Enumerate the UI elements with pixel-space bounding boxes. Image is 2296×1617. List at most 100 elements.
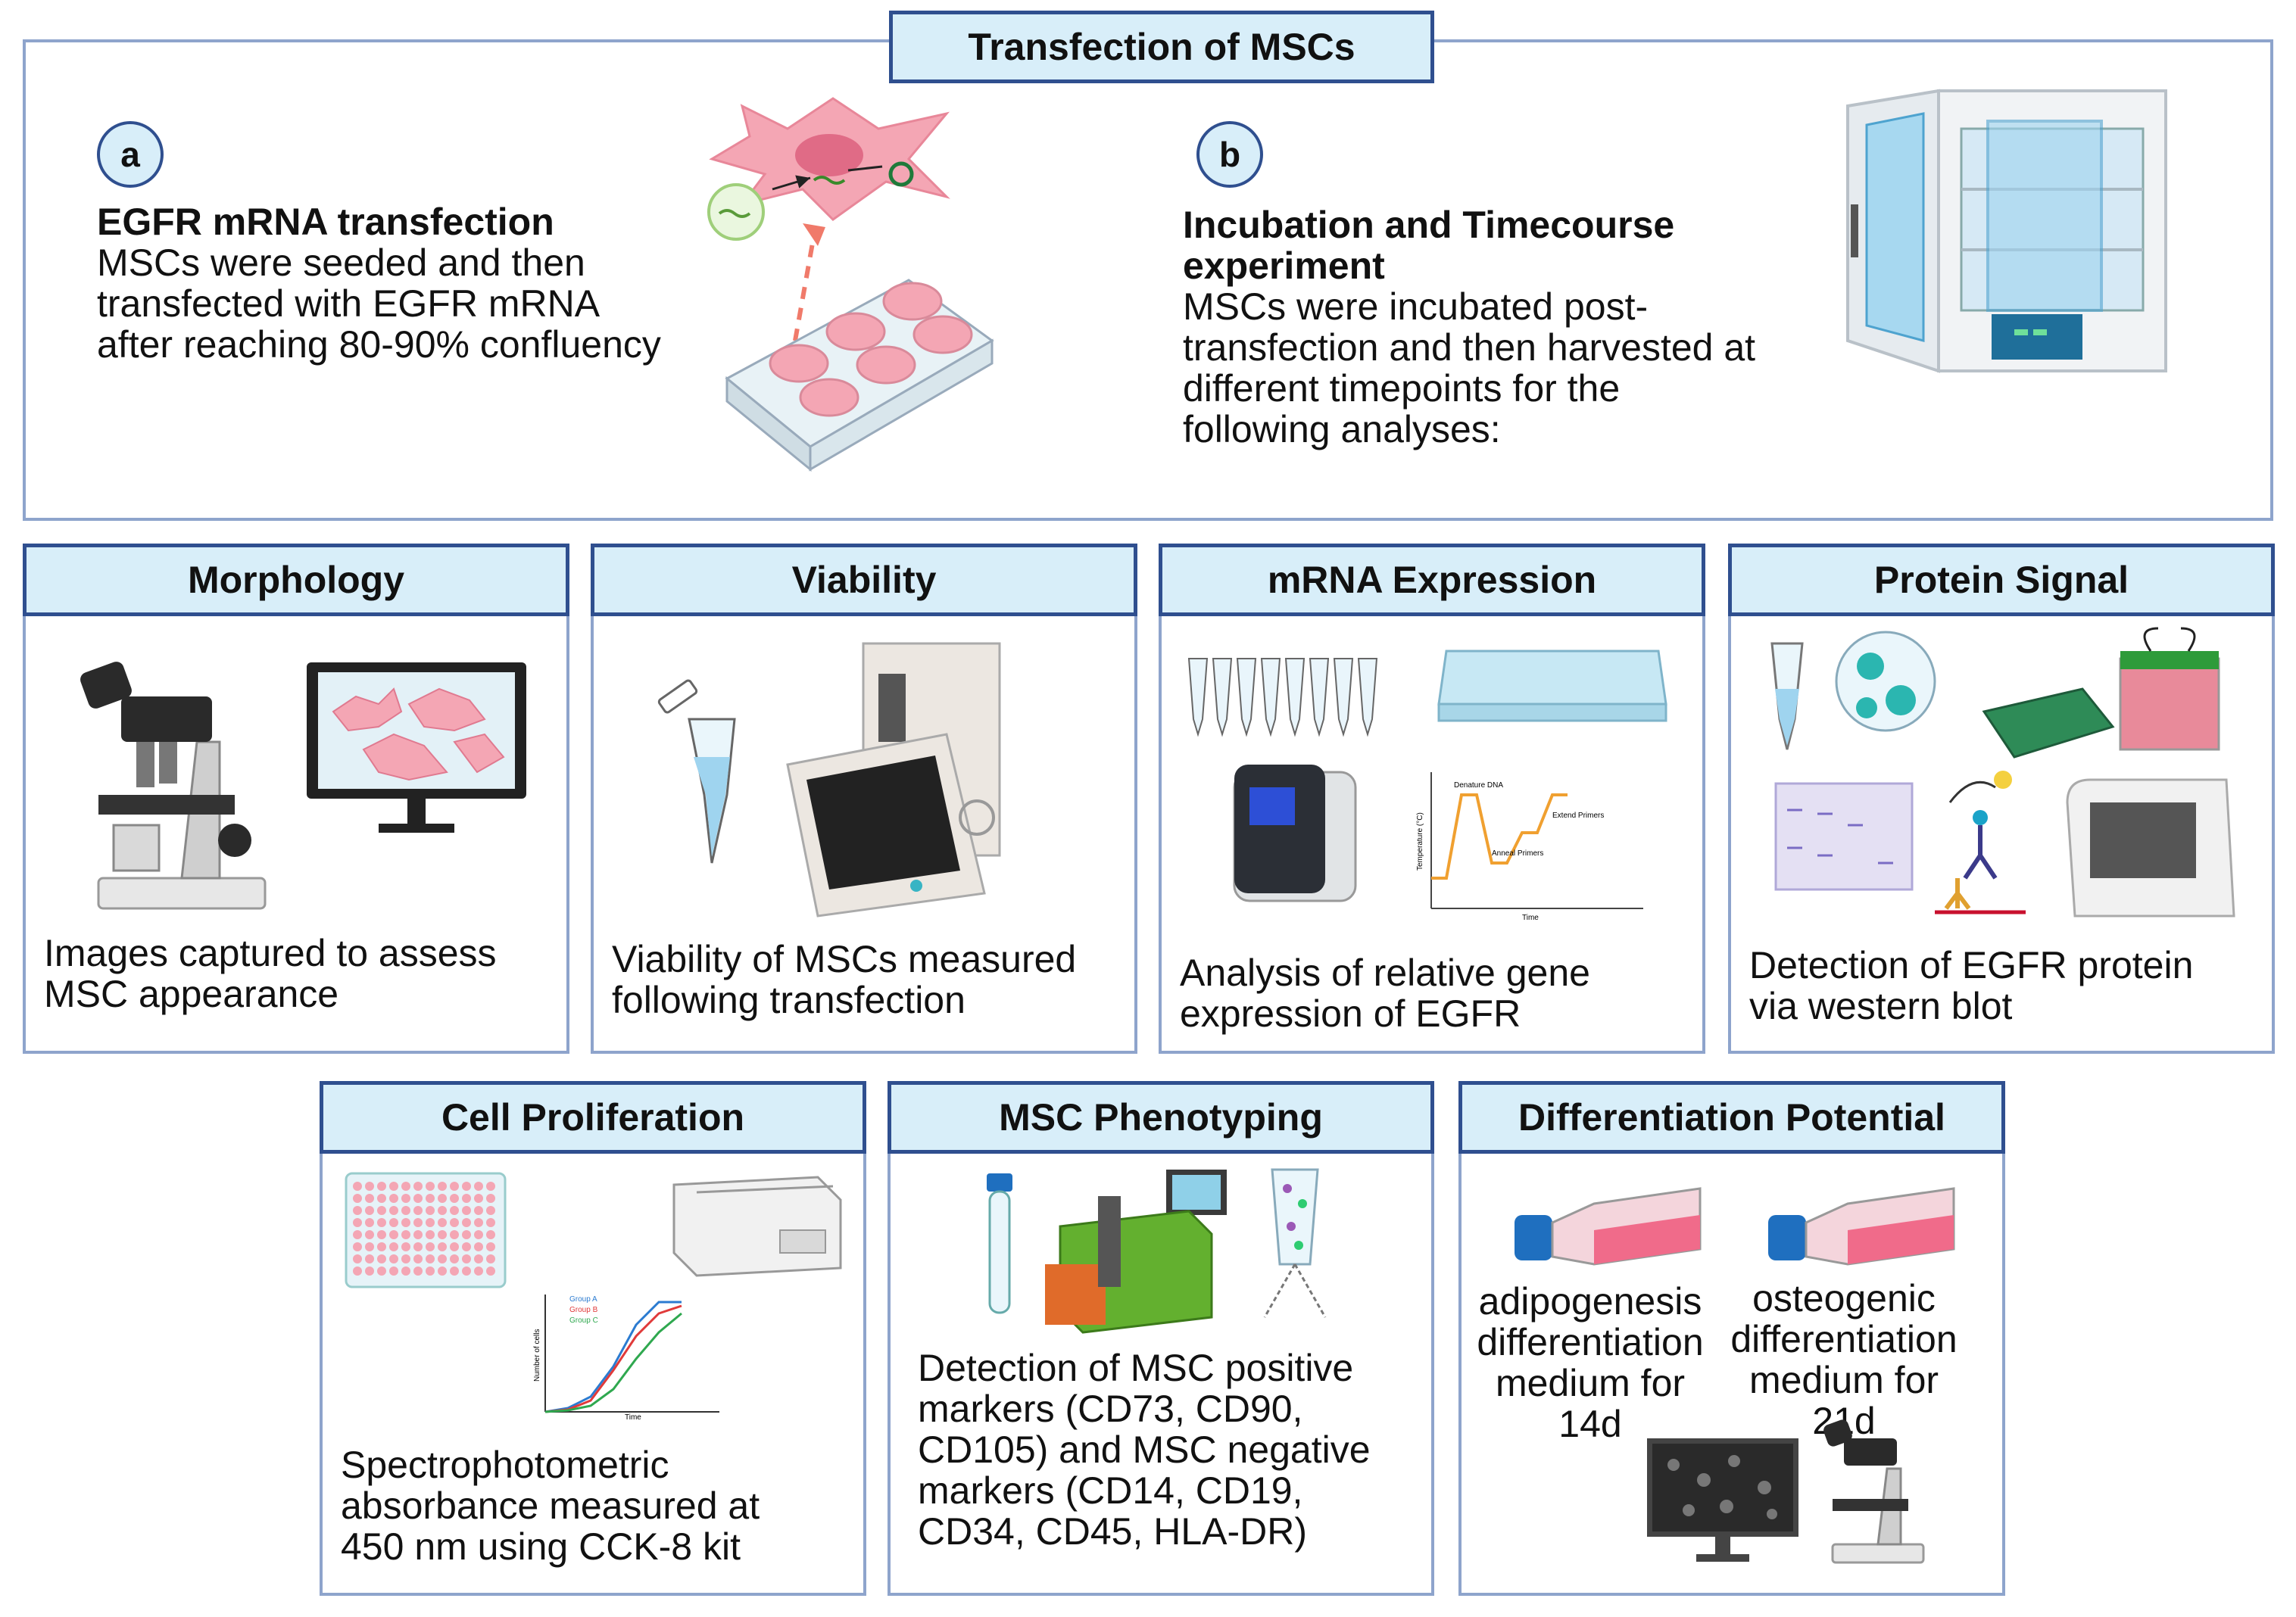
stained-monitor-icon <box>1647 1438 1798 1562</box>
top-title: Transfection of MSCs <box>889 11 1434 83</box>
well <box>462 1194 471 1203</box>
well <box>353 1266 362 1276</box>
well <box>389 1266 398 1276</box>
well <box>450 1230 459 1239</box>
well <box>486 1254 495 1263</box>
well <box>450 1182 459 1191</box>
well <box>377 1230 386 1239</box>
morphology-title: Morphology <box>23 544 569 616</box>
well <box>474 1194 483 1203</box>
well <box>438 1206 447 1215</box>
well <box>413 1266 423 1276</box>
well <box>365 1182 374 1191</box>
well <box>389 1242 398 1251</box>
badge-a: a <box>97 121 164 188</box>
legend-group-c: Group C <box>569 1316 598 1325</box>
well <box>450 1206 459 1215</box>
well <box>353 1206 362 1215</box>
well <box>413 1206 423 1215</box>
well <box>462 1266 471 1276</box>
step-b-body: MSCs were incubated post- transfection a… <box>1183 285 1756 450</box>
well <box>365 1242 374 1251</box>
phenotyping-text: Detection of MSC positive markers (CD73,… <box>918 1347 1371 1553</box>
morphology-text: Images captured to assess MSC appearance <box>44 932 497 1015</box>
well <box>353 1182 362 1191</box>
pcr-label-anneal: Anneal Primers <box>1492 849 1543 858</box>
well <box>450 1218 459 1227</box>
viability-text: Viability of MSCs measured following tra… <box>612 938 1077 1021</box>
legend-group-b: Group B <box>569 1306 598 1314</box>
pcr-label-extend: Extend Primers <box>1552 812 1604 820</box>
pcr-label-denature: Denature DNA <box>1454 781 1503 790</box>
well <box>353 1242 362 1251</box>
phenotyping-frame <box>888 1081 1434 1596</box>
well <box>450 1194 459 1203</box>
protein-text: Detection of EGFR protein via western bl… <box>1749 944 2194 1027</box>
well <box>438 1266 447 1276</box>
pcr-xlabel: Time <box>1522 914 1539 922</box>
well <box>438 1254 447 1263</box>
well <box>353 1230 362 1239</box>
well <box>426 1206 435 1215</box>
well <box>486 1206 495 1215</box>
pcr-ylabel: Temperature (°C) <box>1416 812 1424 871</box>
microscope-icon <box>80 662 267 910</box>
incubator-icon <box>1846 89 2167 373</box>
well <box>474 1266 483 1276</box>
well <box>474 1218 483 1227</box>
blood-tube-icon <box>987 1173 1012 1314</box>
well <box>389 1206 398 1215</box>
legend-group-a: Group A <box>569 1295 597 1304</box>
well <box>462 1242 471 1251</box>
differentiation-title: Differentiation Potential <box>1458 1081 2005 1154</box>
well <box>462 1230 471 1239</box>
well <box>389 1182 398 1191</box>
adipogenesis-text: adipogenesis differentiation medium for … <box>1477 1280 1704 1445</box>
well <box>462 1218 471 1227</box>
well <box>450 1242 459 1251</box>
tube-icon <box>657 679 736 864</box>
protein-sample-icon <box>1770 631 1936 750</box>
well <box>401 1266 410 1276</box>
well-plate-icon <box>725 279 994 472</box>
pcr-plate-icon <box>1437 650 1667 722</box>
well <box>377 1266 386 1276</box>
well <box>353 1254 362 1263</box>
growth-curve-chart: Group A Group B Group C Time Number of c… <box>533 1295 719 1422</box>
well <box>389 1194 398 1203</box>
step-a-body: MSCs were seeded and then transfected wi… <box>97 241 661 366</box>
well <box>401 1194 410 1203</box>
well <box>389 1230 398 1239</box>
pcr-tubes-icon <box>1187 658 1378 737</box>
flask-osteo-icon <box>1768 1187 1955 1266</box>
well <box>401 1182 410 1191</box>
well <box>389 1218 398 1227</box>
well <box>438 1194 447 1203</box>
well <box>413 1230 423 1239</box>
mrna-text: Analysis of relative gene expression of … <box>1180 952 1590 1035</box>
well <box>426 1254 435 1263</box>
well <box>426 1218 435 1227</box>
well <box>438 1230 447 1239</box>
well <box>377 1182 386 1191</box>
microscope-small-icon <box>1823 1419 1925 1564</box>
well <box>377 1218 386 1227</box>
sorting-stream-icon <box>1263 1168 1327 1318</box>
flask-adipo-icon <box>1515 1187 1702 1266</box>
well <box>474 1254 483 1263</box>
well <box>401 1230 410 1239</box>
well <box>426 1230 435 1239</box>
well <box>426 1242 435 1251</box>
well <box>401 1254 410 1263</box>
step-b-heading: Incubation and Timecourse experiment <box>1183 204 1675 287</box>
well <box>401 1242 410 1251</box>
well <box>389 1254 398 1263</box>
well <box>365 1230 374 1239</box>
well <box>401 1206 410 1215</box>
well <box>365 1194 374 1203</box>
well <box>426 1266 435 1276</box>
badge-b: b <box>1196 121 1263 188</box>
protein-title: Protein Signal <box>1728 544 2275 616</box>
well <box>413 1218 423 1227</box>
well <box>401 1218 410 1227</box>
